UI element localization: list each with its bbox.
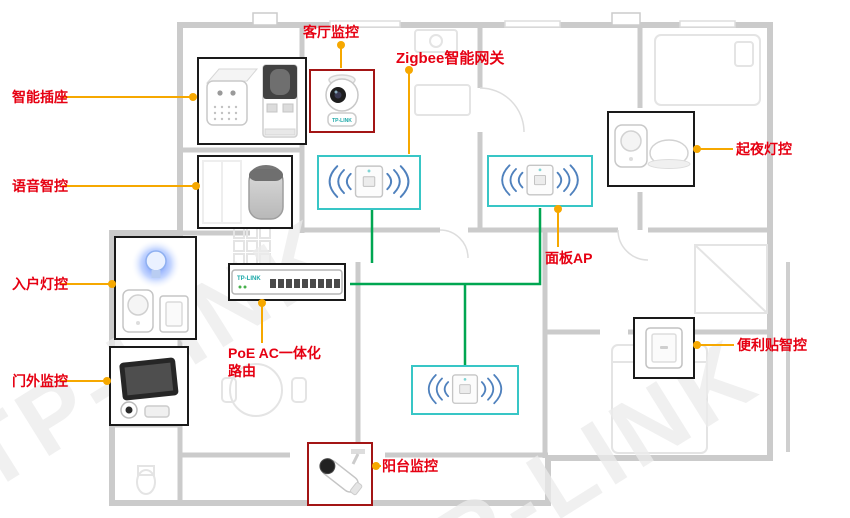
poe-router-icon: TP-LINK	[231, 269, 343, 295]
label-poe-router-line2: 路由	[228, 362, 256, 379]
balcony-camera-box	[307, 442, 373, 506]
dining-table	[229, 363, 283, 417]
wall-switch-icon	[159, 295, 189, 333]
dome-light-icon	[647, 139, 691, 169]
living-camera-box: TP-LINK	[309, 69, 375, 133]
label-panel-ap: 面板AP	[545, 250, 593, 266]
panel-ap-box-2	[411, 365, 519, 415]
wall-panel-ap-icon	[501, 164, 579, 196]
label-poe-router: PoE AC一体化 路由	[228, 345, 321, 380]
bed-top-right	[654, 34, 761, 106]
label-living-monitor: 客厅监控	[303, 24, 359, 40]
bullet-camera-icon	[319, 449, 365, 496]
living-table	[414, 84, 471, 116]
wifi-waves-icon	[328, 165, 410, 198]
voice-speaker-box	[197, 155, 293, 229]
toilet	[136, 469, 156, 495]
label-poe-router-line1: PoE AC一体化	[228, 345, 321, 361]
dome-camera-icon: TP-LINK	[325, 74, 359, 127]
sticky-switch-box	[633, 317, 695, 379]
smart-plug-icon	[205, 64, 298, 138]
interior-walls	[112, 25, 770, 503]
label-sticky-control: 便利贴智控	[737, 337, 807, 353]
partition-grid	[233, 227, 271, 265]
motion-sensor-icon	[614, 124, 648, 168]
wall-switch-icon	[645, 327, 683, 369]
night-light-box	[607, 111, 695, 187]
water-dispenser-icon	[262, 64, 298, 138]
smart-speaker-icon	[202, 160, 284, 224]
night-light-icon	[614, 124, 691, 169]
label-zigbee-gateway: Zigbee智能网关	[396, 50, 505, 67]
router-ports	[270, 279, 340, 288]
closet	[694, 244, 768, 314]
light-bulb-icon	[145, 250, 167, 272]
poe-router-box: TP-LINK	[228, 263, 346, 301]
panel-ap-box	[487, 155, 593, 207]
label-balcony-monitor: 阳台监控	[382, 458, 438, 474]
doorbell-camera-icon	[120, 401, 138, 419]
wifi-waves-icon	[501, 164, 579, 196]
wall-details	[252, 12, 736, 28]
camera-brand-text: TP-LINK	[332, 118, 352, 124]
door-monitor-icon	[119, 357, 179, 419]
entry-light-box	[114, 236, 197, 340]
label-smart-plug: 智能插座	[12, 89, 68, 105]
entry-light-icon	[122, 239, 189, 333]
motion-sensor-icon	[122, 289, 154, 333]
wall-panel-ap-icon	[427, 374, 503, 405]
wifi-waves-icon	[427, 374, 503, 405]
door-monitor-box	[109, 346, 189, 426]
label-voice-control: 语音智控	[12, 178, 68, 194]
label-entry-light: 入户灯控	[12, 276, 68, 292]
wall-panel-ap-icon	[328, 165, 410, 198]
label-night-light: 起夜灯控	[736, 141, 792, 157]
router-brand-text: TP-LINK	[237, 276, 261, 282]
smart-plug-box	[197, 57, 307, 145]
zigbee-gateway-box	[317, 155, 421, 210]
label-door-monitor: 门外监控	[12, 373, 68, 389]
